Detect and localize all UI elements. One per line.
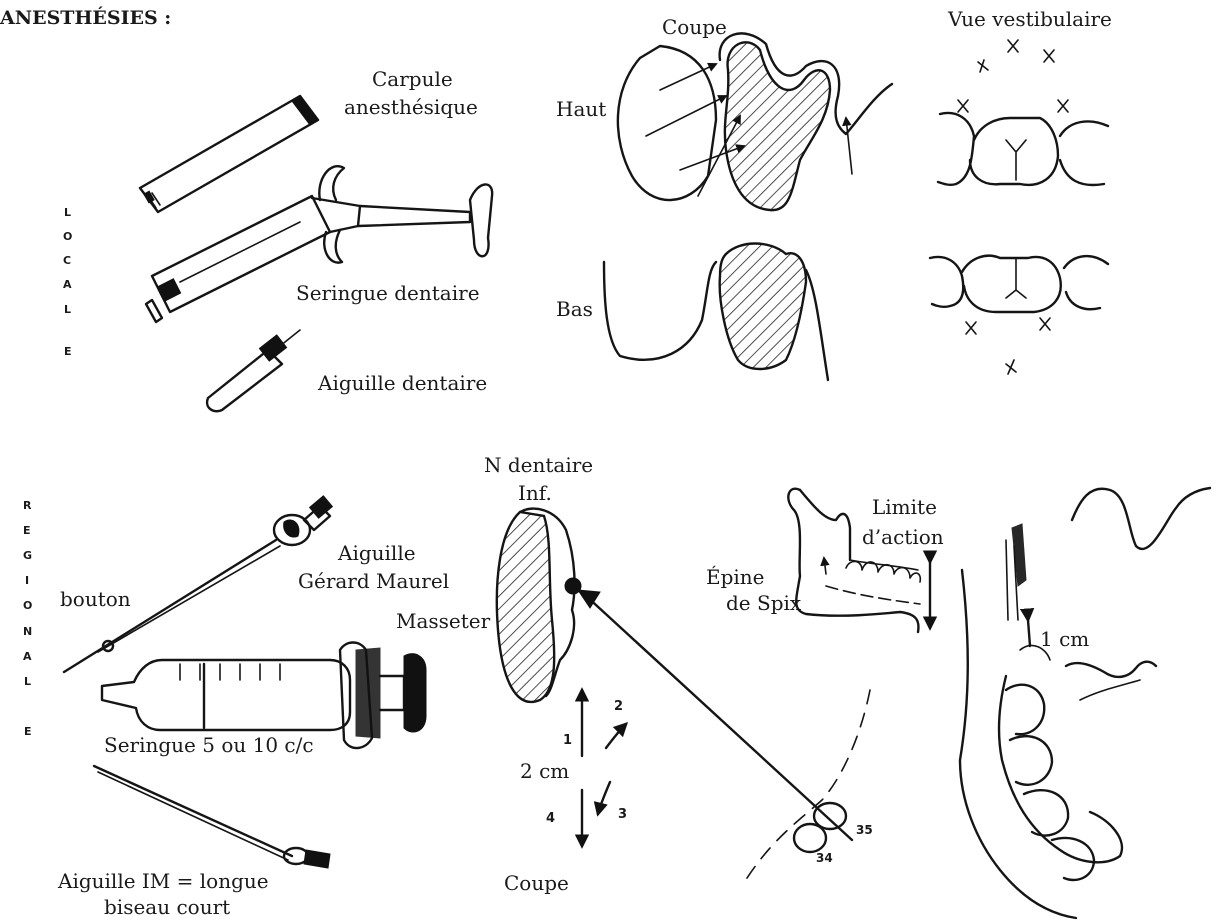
step-4-label: 4 — [546, 811, 555, 826]
seringue-5-10-label: Seringue 5 ou 10 c/c — [104, 733, 314, 757]
step-2-label: 2 — [614, 699, 623, 714]
locale-letter: A — [63, 278, 72, 291]
vestibular-view-upper — [938, 40, 1108, 185]
aiguille-gm-label-line1: Aiguille — [337, 541, 416, 565]
carpule-label-line1: Carpule — [372, 67, 453, 91]
bas-label: Bas — [556, 297, 593, 321]
regionale-letter: I — [25, 574, 29, 587]
coupe-bottom-label: Coupe — [504, 871, 569, 895]
locale-letter: E — [64, 345, 72, 358]
regionale-letter: A — [23, 650, 32, 663]
masseter-section-drawing — [497, 509, 870, 886]
step-1-label: 1 — [563, 733, 572, 748]
carpule-drawing — [140, 96, 318, 212]
limite-label-line1: Limite — [872, 495, 937, 519]
regionale-vertical-label: R E G I O N A L E — [23, 499, 32, 738]
locale-letter: O — [63, 230, 72, 243]
regionale-letter: R — [23, 499, 32, 512]
vue-vestibulaire-label: Vue vestibulaire — [947, 7, 1112, 31]
aiguille-gerard-maurel-drawing — [64, 496, 332, 672]
regionale-letter: G — [23, 549, 32, 562]
page-title: ANESTHÉSIES : — [0, 6, 171, 29]
bouton-label: bouton — [60, 587, 131, 611]
coupe-top-label: Coupe — [662, 15, 727, 39]
aiguille-im-label-line1: Aiguille IM = longue — [57, 869, 269, 893]
upper-cross-section — [618, 33, 892, 210]
two-cm-label: 2 cm — [520, 759, 569, 783]
aiguille-im-label-line2: biseau court — [104, 895, 230, 919]
limite-label-line2: d’action — [862, 525, 944, 549]
locale-vertical-label: L O C A L E — [63, 206, 72, 358]
n-dentaire-label-line2: Inf. — [518, 481, 552, 505]
epine-label-line2: de Spix — [726, 591, 802, 615]
step-3-label: 3 — [618, 807, 627, 822]
haut-label: Haut — [556, 97, 606, 121]
locale-letter: L — [64, 303, 71, 316]
locale-letter: L — [64, 206, 71, 219]
vestibular-view-lower — [930, 256, 1108, 374]
dental-needle-drawing — [207, 330, 300, 411]
regionale-letter: E — [24, 725, 32, 738]
one-cm-label: 1 cm — [1040, 627, 1089, 651]
aiguille-gm-label-line2: Gérard Maurel — [298, 569, 449, 593]
aiguille-im-drawing — [94, 766, 330, 868]
lower-cross-section — [604, 244, 828, 381]
masseter-label: Masseter — [396, 609, 491, 633]
tooth-34-label: 34 — [816, 851, 833, 865]
tooth-35-label: 35 — [856, 823, 873, 837]
n-dentaire-label-line1: N dentaire — [484, 453, 593, 477]
epine-label-line1: Épine — [706, 565, 765, 589]
regionale-letter: L — [24, 675, 31, 688]
seringue-dentaire-label: Seringue dentaire — [296, 281, 480, 305]
locale-letter: C — [63, 254, 71, 267]
aiguille-dentaire-label: Aiguille dentaire — [317, 371, 487, 395]
oral-cavity-drawing — [960, 488, 1210, 918]
regionale-letter: N — [23, 625, 32, 638]
regionale-letter: O — [23, 599, 32, 612]
carpule-label-line2: anesthésique — [344, 95, 478, 119]
regionale-letter: E — [23, 524, 31, 537]
